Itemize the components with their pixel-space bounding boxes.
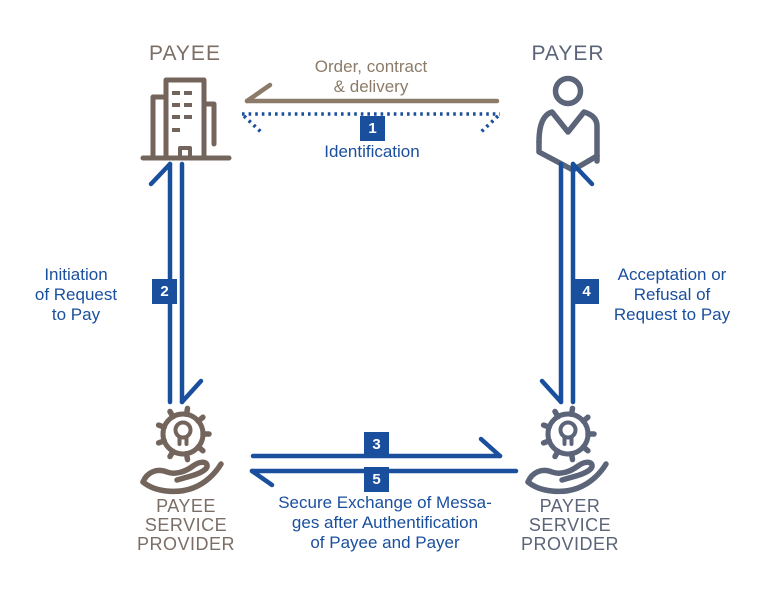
step-badge-1: 1 — [360, 116, 385, 141]
building-icon — [140, 77, 232, 161]
acceptation-label-line: Refusal of — [633, 285, 711, 304]
acceptation-label-line: Acceptation or — [617, 265, 727, 284]
payee-sp-title-line: PAYEE — [156, 496, 216, 516]
step-badge-2: 2 — [152, 279, 177, 304]
order-label: Order, contract & delivery — [281, 57, 461, 97]
payer-sp-title-line: PROVIDER — [520, 534, 620, 554]
step-badge-3: 3 — [364, 432, 389, 457]
payee-sp-title: PAYEE SERVICE PROVIDER — [126, 497, 246, 554]
payee-sp-title-line: SERVICE — [144, 515, 228, 535]
gear-hand-icon — [528, 408, 606, 491]
payer-title: PAYER — [531, 42, 605, 65]
secure-exchange-label-line: ges after Authentification — [291, 513, 479, 532]
identification-label: Identification — [324, 142, 420, 161]
order-label-line: & delivery — [333, 77, 409, 96]
payer-sp-title: PAYER SERVICE PROVIDER — [510, 497, 630, 554]
acceptation-label-line: Request to Pay — [613, 305, 731, 324]
acceptation-label: Acceptation or Refusal of Request to Pay — [597, 265, 747, 325]
step-badge-5: 5 — [364, 467, 389, 492]
acceptation-arrows — [539, 161, 595, 405]
order-label-line: Order, contract — [314, 57, 428, 76]
initiation-label-line: Initiation — [44, 265, 108, 284]
payee-sp-title-line: PROVIDER — [136, 534, 236, 554]
initiation-label-line: of Request — [34, 285, 118, 304]
secure-exchange-label-line: of Payee and Payer — [310, 533, 460, 552]
initiation-label: Initiation of Request to Pay — [6, 265, 146, 325]
payer-sp-title-line: PAYER — [539, 496, 601, 516]
payer-sp-title-line: SERVICE — [528, 515, 612, 535]
order-arrow — [244, 82, 500, 104]
gear-hand-icon — [143, 408, 221, 491]
secure-exchange-label-line: Secure Exchange of Messa- — [278, 493, 492, 512]
person-icon — [536, 75, 600, 173]
secure-exchange-label: Secure Exchange of Messa- ges after Auth… — [255, 493, 515, 553]
initiation-label-line: to Pay — [51, 305, 101, 324]
step-badge-4: 4 — [574, 279, 599, 304]
payee-title: PAYEE — [149, 42, 221, 65]
